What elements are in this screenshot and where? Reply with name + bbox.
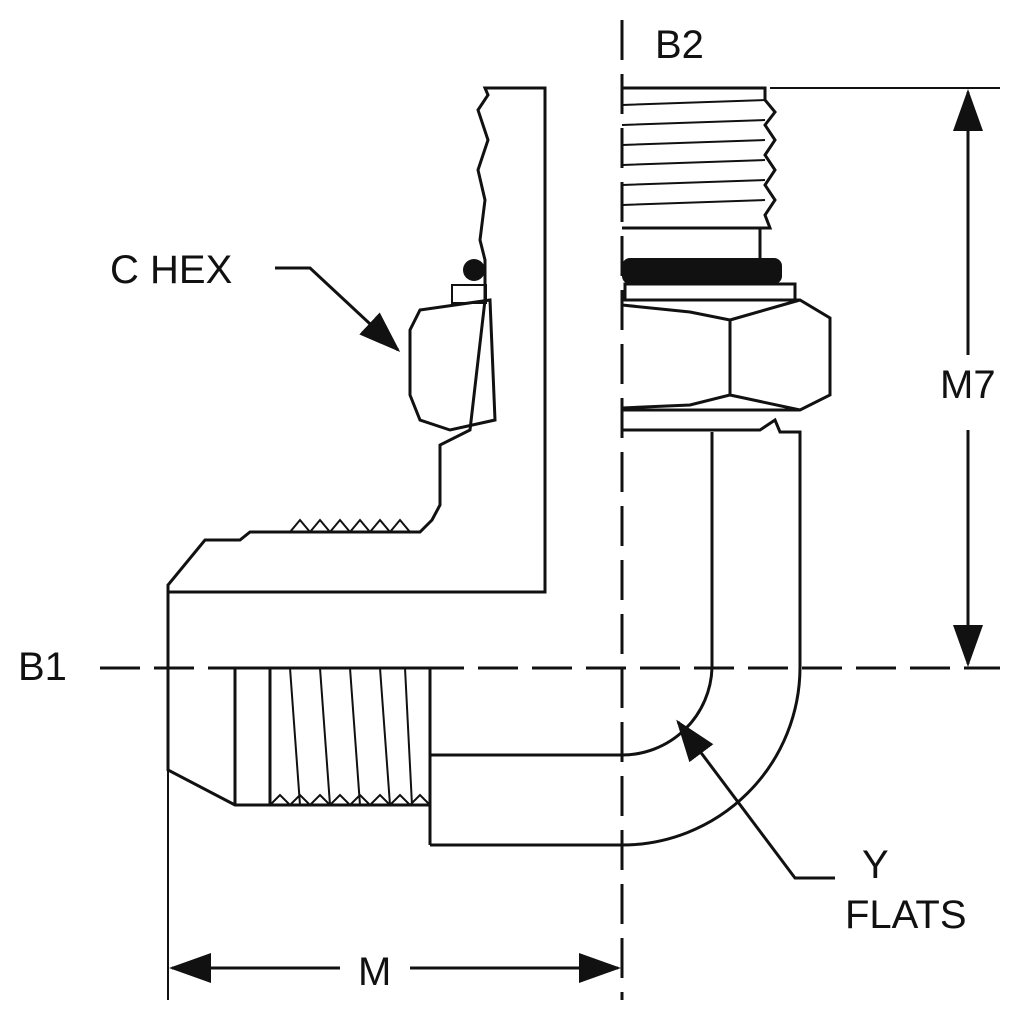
- elbow-body: [430, 417, 802, 847]
- section-body: [166, 86, 547, 594]
- label-m7: M7: [940, 363, 996, 407]
- washer-left: [451, 284, 487, 304]
- c-hex-leader: [275, 266, 401, 353]
- lower-thread: [269, 667, 431, 807]
- o-ring-right: [622, 258, 782, 284]
- label-b1: B1: [18, 645, 67, 689]
- thread-teeth-lower: [289, 518, 411, 534]
- upper-thread: [621, 86, 777, 260]
- label-c-hex: C HEX: [110, 248, 232, 292]
- washer-right: [623, 282, 797, 302]
- label-flats: FLATS: [845, 893, 967, 937]
- label-m: M: [358, 950, 391, 994]
- o-ring-left: [463, 259, 485, 281]
- label-y: Y: [862, 843, 889, 887]
- hex-nut: [621, 298, 832, 412]
- y-flats-leader: [676, 719, 835, 880]
- label-b2: B2: [655, 23, 704, 67]
- flare-end: [166, 592, 432, 807]
